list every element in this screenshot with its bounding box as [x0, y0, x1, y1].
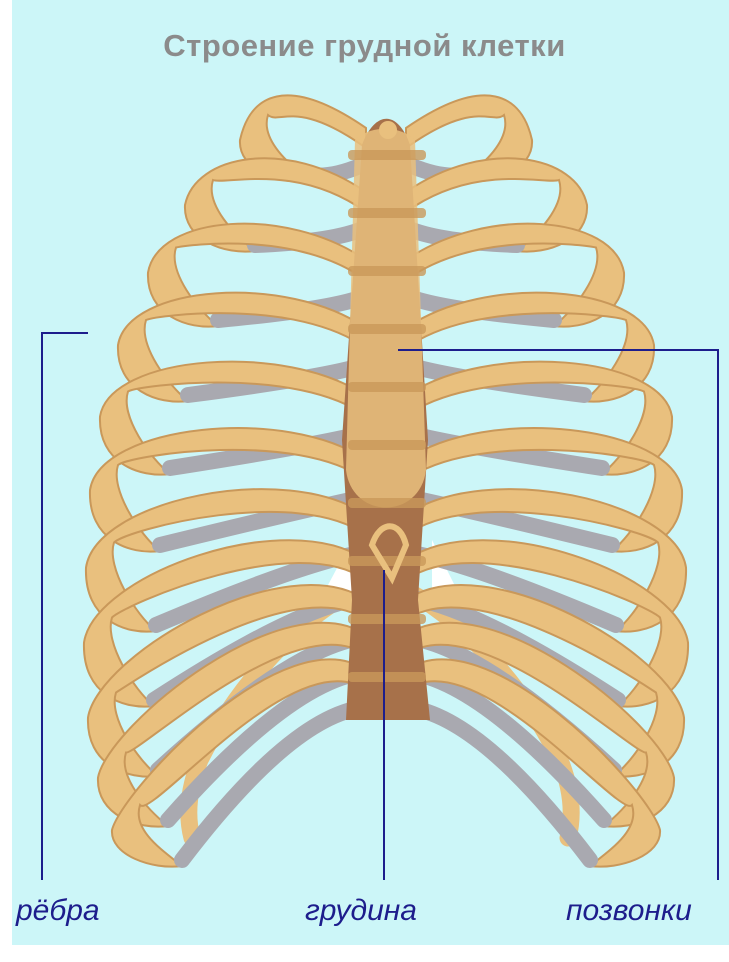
label-ribs: рёбра [16, 894, 100, 928]
vertebra-disc-1 [348, 150, 426, 160]
vertebra-disc-4 [348, 324, 426, 334]
diagram-title: Строение грудной клетки [0, 28, 729, 64]
sternum-body [346, 129, 426, 508]
vertebra-disc-7 [348, 498, 426, 508]
sternum-top [379, 121, 397, 139]
label-vertebrae: позвонки [566, 894, 692, 928]
ribs-left [84, 95, 366, 866]
ribs-right [406, 95, 688, 866]
pointer-line-ribs [42, 333, 88, 880]
vertebra-disc-3 [348, 266, 426, 276]
vertebra-disc-2 [348, 208, 426, 218]
vertebra-disc-10 [348, 672, 426, 682]
vertebra-disc-5 [348, 382, 426, 392]
vertebra-disc-9 [348, 614, 426, 624]
vertebra-disc-6 [348, 440, 426, 450]
spine-column [342, 119, 430, 720]
label-sternum: грудина [305, 894, 417, 928]
